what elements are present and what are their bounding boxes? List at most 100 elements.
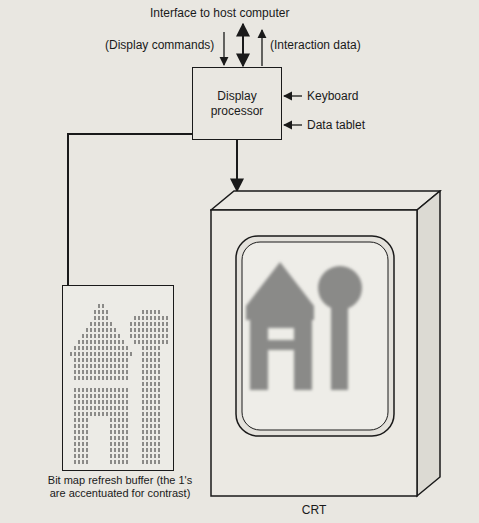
bit-one [111,424,112,428]
bit-one [155,358,156,362]
bit-one [103,352,104,356]
bit-one [155,334,156,338]
bit-one [127,370,128,374]
bit-one [83,460,84,464]
bit-one [119,448,120,452]
caption: Bit map refresh buffer (the 1's are acce… [47,474,193,500]
bit-one [123,400,124,404]
bit-one [107,400,108,404]
bit-one [143,442,144,446]
bit-one [95,352,96,356]
bit-one [119,376,120,380]
bit-one [111,352,112,356]
bit-one [147,316,148,320]
bit-one [79,400,80,404]
bit-one [87,370,88,374]
bit-one [143,460,144,464]
bit-one [111,358,112,362]
bit-one [123,352,124,356]
bit-one [155,328,156,332]
bit-one [83,430,84,434]
bit-one [119,418,120,422]
bit-one [115,340,116,344]
bit-one [147,322,148,326]
signal-label: (Interaction data) [270,38,361,52]
bit-one [95,346,96,350]
bit-one [99,304,100,308]
bit-one [119,442,120,446]
bit-one [151,370,152,374]
bit-one [151,442,152,446]
bit-one [115,388,116,392]
bit-one [115,454,116,458]
bit-one [83,400,84,404]
bit-one [111,388,112,392]
bit-one [83,346,84,350]
signal-label: (Display commands) [105,38,214,52]
bit-one [147,436,148,440]
bit-one [151,310,152,314]
bit-one [87,424,88,428]
bit-one [91,334,92,338]
bit-one [127,430,128,434]
bit-one [155,346,156,350]
bit-one [143,334,144,338]
bit-one [147,388,148,392]
bit-one [115,436,116,440]
bit-one [159,418,160,422]
bit-one [151,364,152,368]
bit-one [99,352,100,356]
bit-one [95,394,96,398]
bit-one [87,346,88,350]
bit-one [159,334,160,338]
bit-one [147,424,148,428]
bit-one [155,388,156,392]
bit-one [115,424,116,428]
bit-one [111,454,112,458]
bit-one [119,460,120,464]
bit-one [159,388,160,392]
bit-one [103,388,104,392]
bit-one [151,454,152,458]
bit-one [115,430,116,434]
bit-one [159,400,160,404]
bit-one [115,400,116,404]
bit-one [119,358,120,362]
bit-one [111,430,112,434]
bit-one [159,370,160,374]
bit-one [155,418,156,422]
bit-one [83,424,84,428]
processor-box: Display processor [192,67,282,140]
bit-one [119,352,120,356]
bit-one [135,334,136,338]
bit-one [75,454,76,458]
bit-one [155,412,156,416]
bit-one [79,418,80,422]
bit-one [159,430,160,434]
bit-one [147,394,148,398]
bit-one [103,316,104,320]
bit-one [99,400,100,404]
bit-one [139,334,140,338]
bit-one [75,352,76,356]
bit-one [143,328,144,332]
bit-pattern [63,286,172,469]
bit-one [155,424,156,428]
bit-one [119,388,120,392]
bit-one [79,454,80,458]
bit-one [107,388,108,392]
bit-one [115,376,116,380]
bit-one [159,322,160,326]
bit-one [107,328,108,332]
bit-one [79,412,80,416]
bit-one [111,400,112,404]
bit-one [75,460,76,464]
bit-one [107,370,108,374]
bit-one [91,370,92,374]
bit-one [107,316,108,320]
bit-one [147,406,148,410]
bit-one [135,316,136,320]
bit-one [95,412,96,416]
bit-one [159,454,160,458]
bit-one [123,442,124,446]
